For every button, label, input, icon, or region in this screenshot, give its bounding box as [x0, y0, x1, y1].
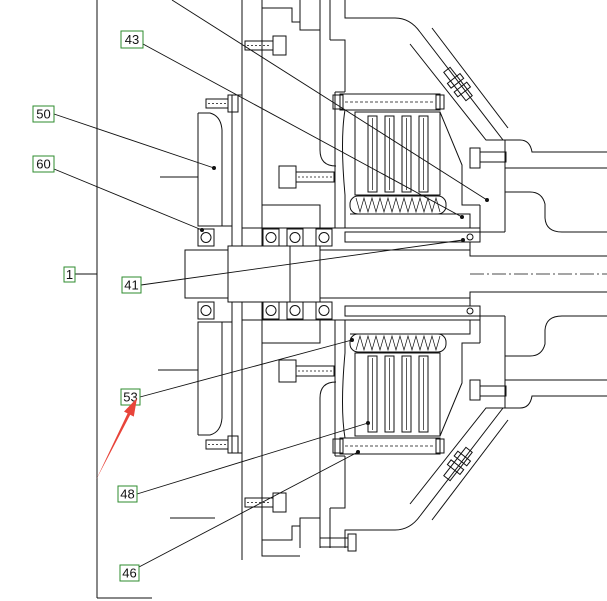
callout-1: 1 [63, 266, 76, 283]
assembly-frame [96, 0, 152, 599]
callout-label: 1 [66, 267, 73, 282]
callout-50: 50 [32, 105, 55, 123]
leader-50 [53, 113, 215, 169]
leader-53 [139, 339, 353, 398]
leader-48 [136, 422, 369, 495]
callout-label: 50 [36, 107, 50, 122]
callout-60: 60 [32, 155, 55, 173]
input-shaft [184, 245, 470, 274]
hub [344, 111, 607, 257]
left-cover [197, 94, 242, 227]
leader-43 [142, 43, 463, 218]
misc-lines [158, 176, 607, 560]
callout-label: 60 [36, 157, 50, 172]
leader-46 [138, 451, 359, 568]
callout-label: 53 [123, 390, 137, 405]
bearings [197, 228, 333, 247]
leader-60 [53, 168, 203, 231]
output-bolt [469, 147, 507, 169]
cover-bolt [205, 94, 239, 113]
annotation-arrow-icon [96, 398, 137, 480]
callout-label: 46 [122, 566, 136, 581]
output-shaft [480, 139, 607, 233]
lower-half-drawing [184, 273, 607, 549]
conical-cover [409, 27, 509, 141]
spring [349, 195, 447, 215]
clutch-drum [334, 91, 346, 228]
upper-half-drawing [184, 0, 607, 274]
callout-label: 41 [124, 278, 138, 293]
friction-plates [354, 111, 441, 196]
leader-41 [140, 239, 464, 286]
leader-top [171, 0, 489, 202]
callout-label: 43 [125, 32, 139, 47]
callout-48: 48 [117, 485, 138, 503]
mid-screw [278, 165, 335, 189]
callout-41: 41 [121, 276, 142, 294]
callout-46: 46 [119, 564, 140, 582]
callout-53: 53 [120, 388, 141, 406]
main-housing [242, 0, 421, 229]
callout-43: 43 [120, 30, 144, 49]
pack-bolt [332, 93, 445, 111]
callout-label: 48 [120, 487, 134, 502]
leader-lines [53, 43, 465, 568]
housing-bolt [244, 35, 287, 56]
bottom-bolt [319, 533, 357, 552]
